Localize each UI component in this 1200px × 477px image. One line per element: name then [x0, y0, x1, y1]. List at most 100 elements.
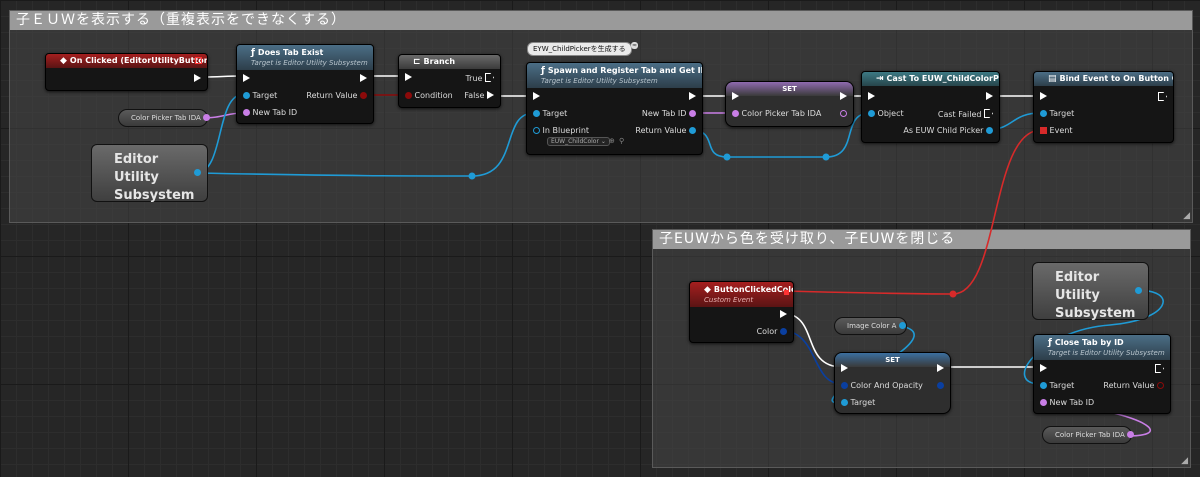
bind-event-node[interactable]: ▤Bind Event to On Button Clicked Target …	[1033, 71, 1174, 143]
function-icon: ƒ	[541, 66, 545, 76]
comment-toggle-icon[interactable]: ≈	[631, 42, 639, 49]
new-tab-id-pin[interactable]: New Tab ID	[1040, 398, 1094, 407]
button-clicked-custom-event-node[interactable]: ◆ButtonClickedColorACustom Event Color	[689, 281, 794, 343]
exec-in-pin[interactable]	[405, 73, 412, 82]
browse-asset-icon[interactable]: ⚲	[619, 137, 625, 145]
pin-label: Target	[252, 91, 278, 100]
return-value-pin[interactable]: Return Value	[635, 126, 696, 135]
event-pin[interactable]: Event	[1040, 126, 1072, 135]
variable-label: Editor Utility Subsystem	[114, 152, 195, 203]
target-pin[interactable]: Target	[533, 109, 567, 118]
bind-event-icon: ▤	[1048, 74, 1057, 84]
delegate-pin-icon[interactable]	[784, 290, 789, 295]
pin-label: Condition	[414, 91, 453, 100]
set-tab-id-node[interactable]: SET Color Picker Tab IDA	[725, 81, 854, 127]
node-title: Branch	[423, 57, 456, 66]
in-blueprint-pin[interactable]: In Blueprint	[533, 126, 589, 135]
set-color-and-opacity-node[interactable]: SET Color And Opacity Target	[834, 352, 951, 414]
branch-icon: ⊏	[413, 57, 421, 67]
exec-in-pin[interactable]	[1040, 364, 1047, 373]
on-clicked-event-node[interactable]: ◆On Clicked (EditorUtilityButtonColorA)	[45, 53, 208, 91]
exec-in-pin[interactable]	[732, 92, 739, 101]
object-wire	[1023, 289, 1164, 385]
exec-out-pin[interactable]	[194, 74, 201, 83]
cast-to-child-picker-node[interactable]: ⇥Cast To EUW_ChildColorPicker Object Cas…	[861, 71, 1000, 143]
return-value-pin[interactable]: Return Value	[306, 91, 367, 100]
delegate-pin-icon[interactable]	[195, 57, 202, 64]
value-out-pin[interactable]	[937, 381, 944, 390]
function-icon: ƒ	[251, 48, 255, 58]
exec-in-pin[interactable]	[533, 92, 540, 101]
target-pin[interactable]: Target	[1040, 381, 1074, 390]
pin-label: New Tab ID	[641, 109, 687, 118]
color-picker-tab-ida-pin[interactable]: Color Picker Tab IDA	[732, 109, 821, 118]
reroute-knots[interactable]	[468, 153, 957, 298]
pin-label: Event	[1049, 126, 1073, 135]
object-out-pin[interactable]	[1135, 287, 1142, 294]
color-and-opacity-pin[interactable]: Color And Opacity	[841, 381, 923, 390]
pin-label: In Blueprint	[542, 126, 590, 135]
color-picker-tab-ida-getter[interactable]: Color Picker Tab IDA	[1042, 426, 1135, 444]
blueprint-asset-dropdown[interactable]: EUW_ChildColor ⌄	[547, 137, 610, 146]
exec-out-pin[interactable]	[1155, 364, 1164, 374]
cast-failed-pin[interactable]: Cast Failed	[938, 109, 993, 119]
branch-node[interactable]: ⊏Branch True Condition False	[398, 54, 501, 108]
false-pin[interactable]: False	[464, 91, 494, 100]
new-tab-id-pin[interactable]: New Tab ID	[642, 109, 696, 118]
pin-label: Target	[850, 398, 876, 407]
value-out-pin[interactable]	[840, 109, 847, 118]
exec-in-pin[interactable]	[841, 364, 848, 373]
pin-label: Color	[756, 327, 778, 336]
pin-label: Color Picker Tab IDA	[741, 109, 822, 118]
pin-label: As EUW Child Picker	[903, 126, 984, 135]
node-subtitle: Target is Editor Utility Subsystem	[541, 77, 658, 85]
target-pin[interactable]: Target	[243, 91, 277, 100]
resize-grip-icon[interactable]: ◢	[1183, 211, 1190, 221]
true-pin[interactable]: True	[465, 73, 494, 83]
exec-out-pin[interactable]	[840, 92, 847, 101]
exec-out-pin[interactable]	[986, 92, 993, 101]
exec-in-pin[interactable]	[243, 74, 250, 83]
pin-label: Target	[1049, 109, 1075, 118]
editor-utility-subsystem-getter[interactable]: Editor Utility Subsystem	[91, 144, 208, 203]
object-wire	[195, 112, 535, 177]
node-title: On Clicked (EditorUtilityButtonColorA)	[69, 56, 208, 65]
exec-out-pin[interactable]	[780, 310, 787, 319]
pin-label: Return Value	[1103, 381, 1155, 390]
return-value-pin[interactable]: Return Value	[1103, 381, 1164, 390]
exec-out-pin[interactable]	[689, 92, 696, 101]
as-child-picker-pin[interactable]: As EUW Child Picker	[903, 126, 993, 135]
node-title: Spawn and Register Tab and Get ID	[547, 66, 703, 75]
exec-in-pin[interactable]	[1040, 92, 1047, 101]
condition-pin[interactable]: Condition	[405, 91, 453, 100]
target-pin[interactable]: Target	[1040, 109, 1074, 118]
variable-label: Image Color A	[847, 322, 897, 330]
pin-label: False	[464, 91, 485, 100]
exec-out-pin[interactable]	[937, 364, 944, 373]
exec-in-pin[interactable]	[868, 92, 875, 101]
delegate-wire	[783, 129, 1042, 295]
new-tab-id-pin[interactable]: New Tab ID	[243, 108, 297, 117]
color-picker-tab-ida-getter[interactable]: Color Picker Tab IDA	[118, 109, 211, 127]
exec-out-pin[interactable]	[360, 74, 367, 83]
image-color-a-getter[interactable]: Image Color A	[834, 317, 907, 335]
node-subtitle: Target is Editor Utility Subsystem	[1048, 349, 1165, 357]
node-comment-bubble[interactable]: EYW_ChildPickerを生成する	[527, 42, 632, 56]
exec-out-pin[interactable]	[1158, 92, 1167, 102]
node-subtitle: Custom Event	[704, 296, 754, 304]
target-pin[interactable]: Target	[841, 398, 875, 407]
pin-label: Object	[877, 109, 904, 118]
color-pin[interactable]: Color	[757, 327, 787, 336]
object-out-pin[interactable]	[194, 169, 201, 176]
comment-title: 子EUWから色を受け取り、子EUWを閉じる	[653, 230, 1190, 249]
node-title: SET	[726, 82, 853, 96]
editor-utility-subsystem-getter[interactable]: Editor Utility Subsystem	[1032, 262, 1149, 321]
function-icon: ƒ	[1048, 338, 1052, 348]
comment-title: 子ＥＵＷを表示する（重複表示をできなくする）	[10, 11, 1192, 30]
use-selected-asset-icon[interactable]: ⊕	[609, 137, 615, 145]
object-pin[interactable]: Object	[868, 109, 904, 118]
resize-grip-icon[interactable]: ◢	[1181, 456, 1188, 466]
